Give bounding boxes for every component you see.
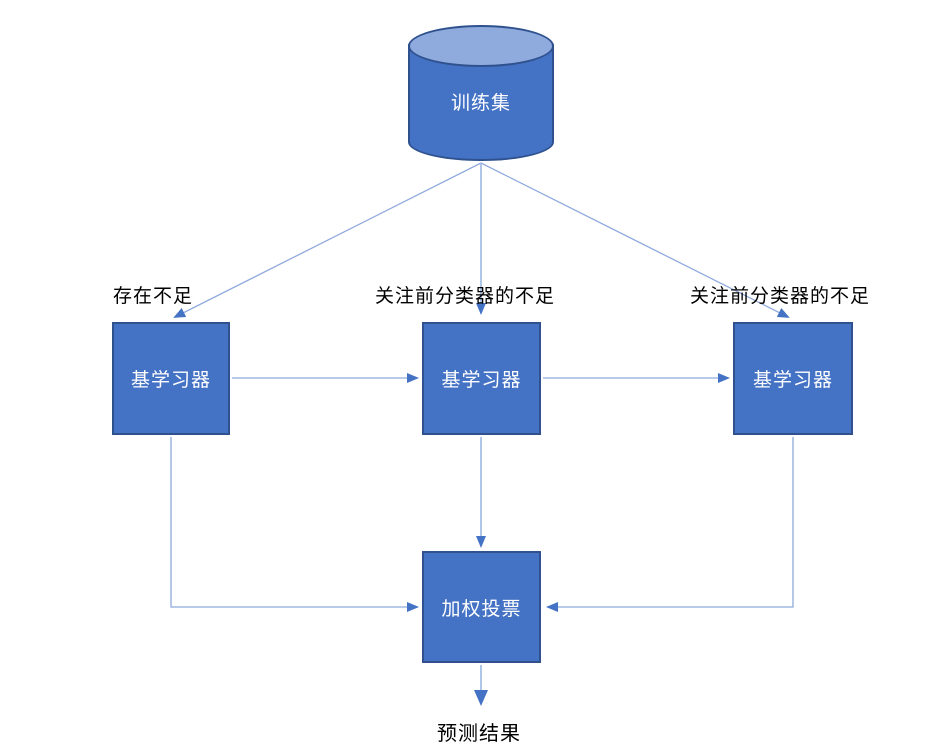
base-learner-2-label: 基学习器: [441, 369, 522, 391]
node-base-learner-1: 基学习器: [112, 322, 230, 435]
annotation-base-learner-1: 存在不足: [113, 285, 194, 307]
edge-training-set-to-base-learner-3: [480, 162, 790, 318]
node-prediction-result: 预测结果: [437, 721, 521, 745]
base-learner-1-label: 基学习器: [130, 369, 211, 391]
node-base-learner-3: 基学习器: [733, 322, 853, 435]
training-set-label: 训练集: [450, 91, 511, 114]
edge-training-set-to-base-learner-1: [173, 162, 482, 318]
cylinder-top-ellipse: [408, 25, 554, 67]
node-training-set: 训练集: [408, 25, 554, 161]
edge-base-learner-1-to-weighted-voting: [170, 437, 419, 612]
annotation-base-learner-2: 关注前分类器的不足: [375, 285, 556, 307]
node-base-learner-2: 基学习器: [422, 322, 541, 435]
edge-base-learner-3-to-weighted-voting: [546, 437, 794, 612]
node-weighted-voting: 加权投票: [422, 551, 541, 663]
base-learner-3-label: 基学习器: [752, 369, 833, 391]
weighted-voting-label: 加权投票: [441, 597, 522, 620]
annotation-base-learner-3: 关注前分类器的不足: [690, 285, 871, 307]
